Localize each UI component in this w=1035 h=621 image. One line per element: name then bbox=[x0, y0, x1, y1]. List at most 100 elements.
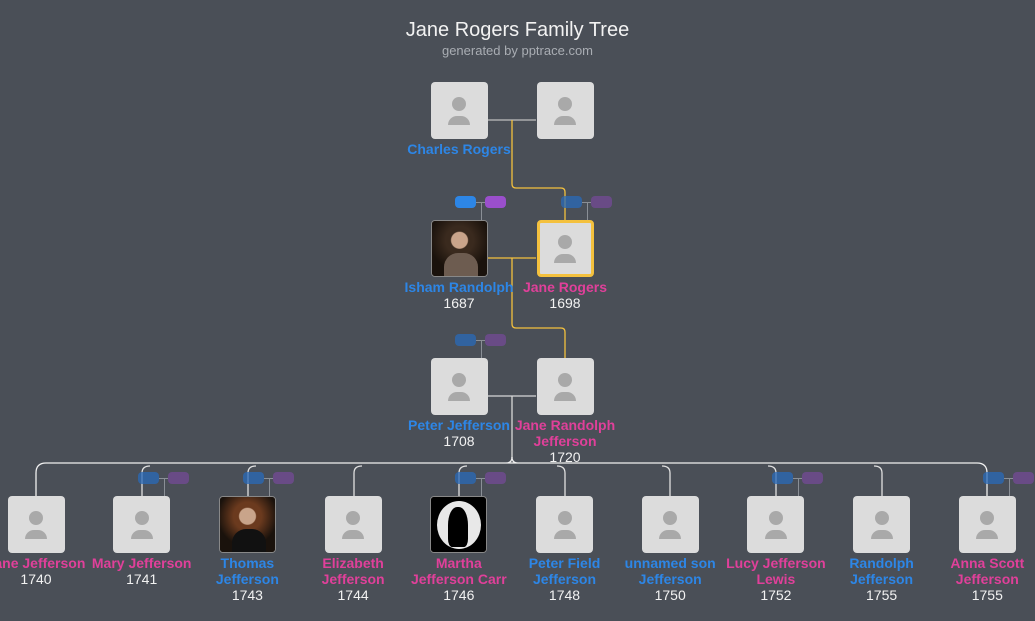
avatar-placeholder-icon bbox=[21, 510, 51, 540]
expand-parents-mother-button[interactable] bbox=[801, 472, 823, 484]
person-card-charles[interactable] bbox=[430, 82, 488, 139]
expand-parents-mother-button[interactable] bbox=[273, 472, 295, 484]
child-drops bbox=[141, 465, 883, 496]
pill-connector bbox=[476, 202, 485, 203]
person-name[interactable]: Peter Jefferson bbox=[408, 417, 510, 433]
person-card-isham[interactable] bbox=[430, 220, 488, 277]
expand-parents-mother-button[interactable] bbox=[1013, 472, 1035, 484]
expand-parents-father-button[interactable] bbox=[455, 334, 476, 346]
person-card-c8[interactable] bbox=[747, 496, 805, 553]
person-name[interactable]: Charles Rogers bbox=[407, 141, 511, 157]
person-card-jane-rj[interactable] bbox=[536, 358, 594, 415]
pill-connector bbox=[792, 478, 802, 479]
expand-parents-father-button[interactable] bbox=[243, 472, 265, 484]
pill-connector bbox=[476, 340, 485, 341]
pill-connector bbox=[582, 202, 591, 203]
person-birth-year: 1708 bbox=[443, 433, 475, 449]
person-card-jane-rogers[interactable] bbox=[536, 220, 594, 277]
person-card-c1[interactable] bbox=[7, 496, 65, 553]
person-card-c10[interactable] bbox=[958, 496, 1016, 553]
avatar-placeholder-icon bbox=[867, 510, 897, 540]
expand-parents-father-button[interactable] bbox=[983, 472, 1005, 484]
person-name[interactable]: Jane Randolph Jefferson bbox=[514, 417, 616, 449]
avatar-placeholder-icon bbox=[444, 372, 474, 402]
avatar-placeholder-icon bbox=[655, 510, 685, 540]
person-card-c5[interactable] bbox=[430, 496, 488, 553]
expand-parents-mother-button[interactable] bbox=[591, 196, 612, 208]
person-name[interactable]: Mary Jefferson bbox=[91, 555, 192, 571]
person-card-c9[interactable] bbox=[853, 496, 911, 553]
avatar-placeholder-icon bbox=[550, 510, 580, 540]
person-card-unknown[interactable] bbox=[536, 82, 594, 139]
person-name[interactable]: Thomas Jefferson bbox=[215, 555, 279, 587]
person-card-c3[interactable] bbox=[218, 496, 276, 553]
person-name[interactable]: Lucy Jefferson Lewis bbox=[726, 555, 826, 587]
person-name[interactable]: Martha Jefferson Carr bbox=[410, 555, 507, 587]
avatar-placeholder-icon bbox=[444, 96, 474, 126]
person-birth-year: 1755 bbox=[971, 587, 1003, 603]
person-birth-year: 1698 bbox=[549, 295, 581, 311]
person-card-c2[interactable] bbox=[113, 496, 171, 553]
person-name[interactable]: Peter Field Jefferson bbox=[528, 555, 601, 587]
person-card-peter[interactable] bbox=[430, 358, 488, 415]
person-birth-year: 1744 bbox=[337, 587, 369, 603]
lineage-line bbox=[511, 120, 566, 220]
lineage-line bbox=[511, 258, 566, 358]
person-card-c6[interactable] bbox=[536, 496, 593, 553]
portrait-photo bbox=[431, 221, 487, 276]
person-name[interactable]: Elizabeth Jefferson bbox=[321, 555, 385, 587]
avatar-placeholder-icon bbox=[550, 96, 580, 126]
person-birth-year: 1720 bbox=[549, 449, 581, 465]
person-name[interactable]: Randolph Jefferson bbox=[849, 555, 914, 587]
person-birth-year: 1748 bbox=[548, 587, 581, 603]
person-birth-year: 1750 bbox=[654, 587, 686, 603]
expand-parents-mother-button[interactable] bbox=[485, 334, 506, 346]
person-name[interactable]: Jane Jefferson bbox=[0, 555, 86, 571]
person-name[interactable]: Jane Rogers bbox=[522, 279, 608, 295]
person-birth-year: 1752 bbox=[760, 587, 792, 603]
person-birth-year: 1743 bbox=[231, 587, 263, 603]
expand-parents-mother-button[interactable] bbox=[484, 472, 506, 484]
pill-connector bbox=[264, 478, 274, 479]
avatar-placeholder-icon bbox=[550, 372, 580, 402]
pill-connector bbox=[158, 478, 168, 479]
person-card-c7[interactable] bbox=[641, 496, 699, 553]
person-birth-year: 1746 bbox=[443, 587, 475, 603]
page-title: Jane Rogers Family Tree bbox=[405, 19, 630, 41]
pill-connector bbox=[480, 478, 482, 496]
pill-connector bbox=[1009, 478, 1011, 496]
expand-parents-father-button[interactable] bbox=[137, 472, 159, 484]
expand-parents-father-button[interactable] bbox=[771, 472, 793, 484]
person-name[interactable]: unnamed son Jefferson bbox=[624, 555, 716, 587]
expand-parents-father-button[interactable] bbox=[454, 472, 476, 484]
couple-line bbox=[488, 395, 536, 458]
expand-parents-mother-button[interactable] bbox=[167, 472, 189, 484]
person-name[interactable]: Isham Randolph bbox=[404, 279, 514, 295]
person-birth-year: 1741 bbox=[126, 571, 158, 587]
avatar-placeholder-icon bbox=[972, 510, 1002, 540]
pill-connector bbox=[475, 478, 485, 479]
expand-parents-father-button[interactable] bbox=[561, 196, 582, 208]
pill-connector bbox=[163, 478, 165, 496]
avatar-placeholder-icon bbox=[127, 510, 157, 540]
avatar-placeholder-icon bbox=[550, 234, 580, 264]
expand-parents-mother-button[interactable] bbox=[485, 196, 506, 208]
silhouette-portrait bbox=[431, 497, 487, 552]
person-name[interactable]: Anna Scott Jefferson bbox=[950, 555, 1025, 587]
person-birth-year: 1687 bbox=[443, 295, 475, 311]
expand-parents-father-button[interactable] bbox=[455, 196, 476, 208]
person-card-c4[interactable] bbox=[324, 496, 382, 553]
